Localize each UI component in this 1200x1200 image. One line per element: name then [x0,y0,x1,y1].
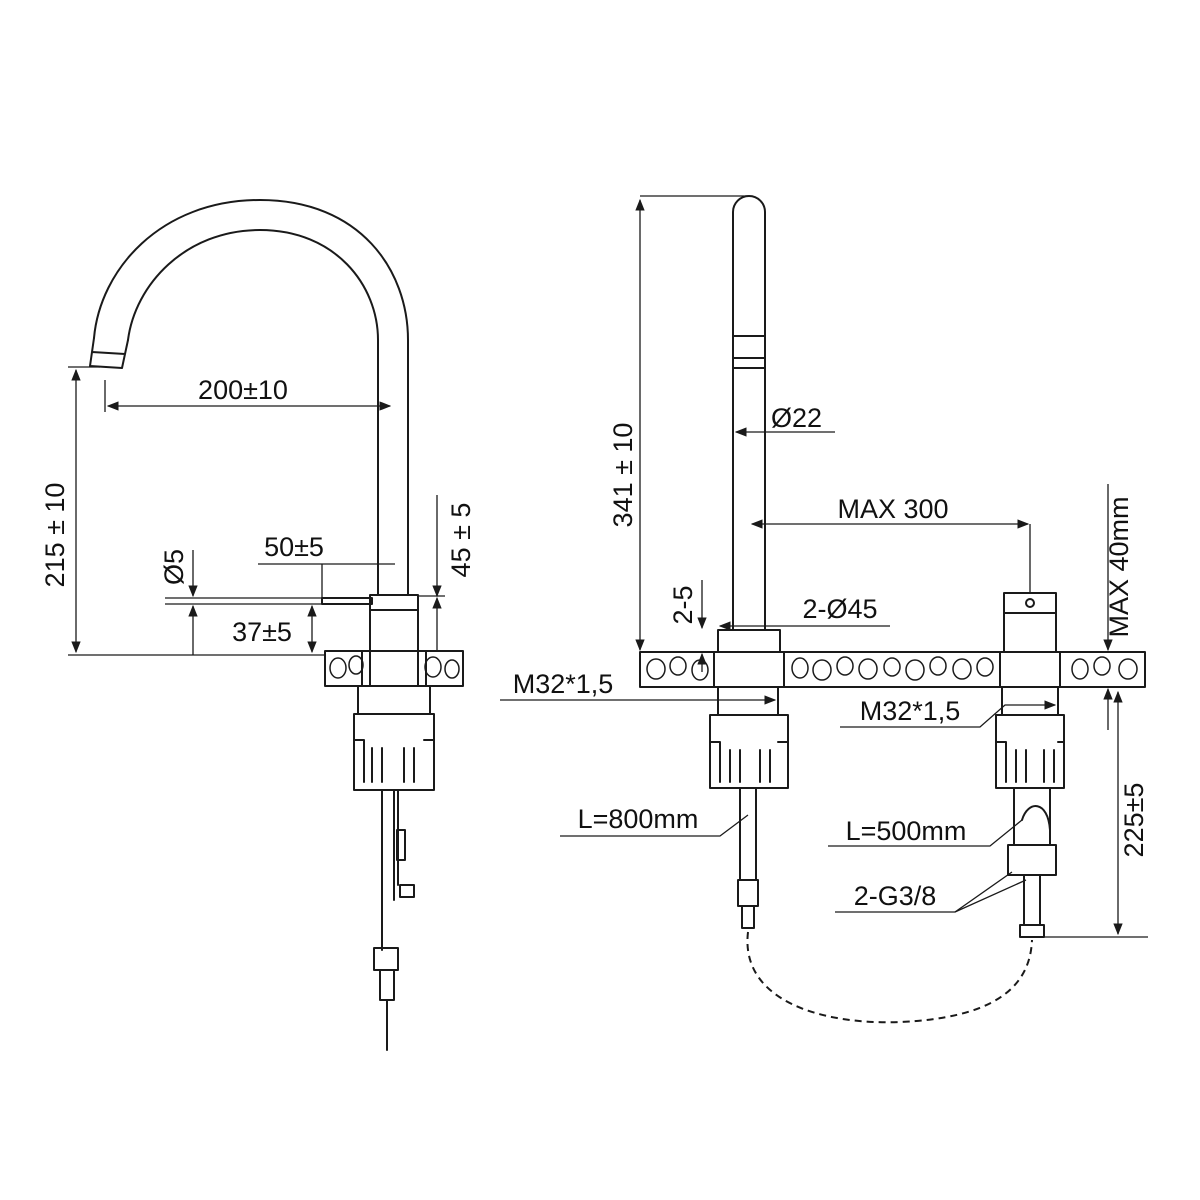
left-mixer-body [369,594,419,652]
left-hose [381,789,399,951]
left-lever [321,597,373,605]
left-dim-spout-reach: 200±10 [198,375,288,405]
right-dim-spacing: MAX 300 [837,494,948,524]
right-left-shank [717,686,779,716]
left-dim-body-height: 45 ± 5 [446,503,476,578]
left-dim-spout-height: 215 ± 10 [40,483,70,588]
right-dim-base-diameter: 2-Ø45 [802,594,877,624]
right-long-hose [739,787,757,881]
left-dim-lever-height: 37±5 [232,617,292,647]
right-hose-dashed-connection [746,931,1033,1024]
right-right-shank [1001,686,1059,716]
right-dim-below-deck: 225±5 [1119,783,1149,858]
right-dim-thread-right: M32*1,5 [860,696,961,726]
right-short-hose [1013,787,1051,846]
right-spout [732,195,766,631]
right-deck-stones [646,656,1138,681]
left-side-view: 215 ± 10 200±10 50±5 Ø5 37±5 45 ± 5 [40,199,476,1051]
right-dim-connection: 2-G3/8 [854,881,937,911]
left-dim-lever-diameter: Ø5 [159,549,189,585]
right-dim-total-height: 341 ± 10 [608,423,638,528]
right-mixer-body [1003,592,1057,614]
left-spout-tip [89,337,129,369]
right-left-nut [709,714,789,789]
left-fixing-nut [353,713,435,791]
right-dim-hose-short: L=500mm [846,816,967,846]
right-dim-spout-diameter: Ø22 [771,403,822,433]
right-front-view: 341 ± 10 Ø22 MAX 300 MAX 40mm 2-5 2-Ø45 … [500,195,1149,1024]
left-deck-stones [329,655,460,679]
right-dim-gap: 2-5 [668,585,698,624]
left-shank [357,685,431,715]
left-dim-lever-length: 50±5 [264,532,324,562]
right-dim-hose-long: L=800mm [578,804,699,834]
right-deck [639,651,1146,688]
right-dim-deck-thickness: MAX 40mm [1104,496,1134,637]
left-spout-inner [127,229,379,596]
left-spout-outer [93,199,409,596]
right-right-nut [995,714,1065,789]
right-dim-thread-left: M32*1,5 [513,669,614,699]
